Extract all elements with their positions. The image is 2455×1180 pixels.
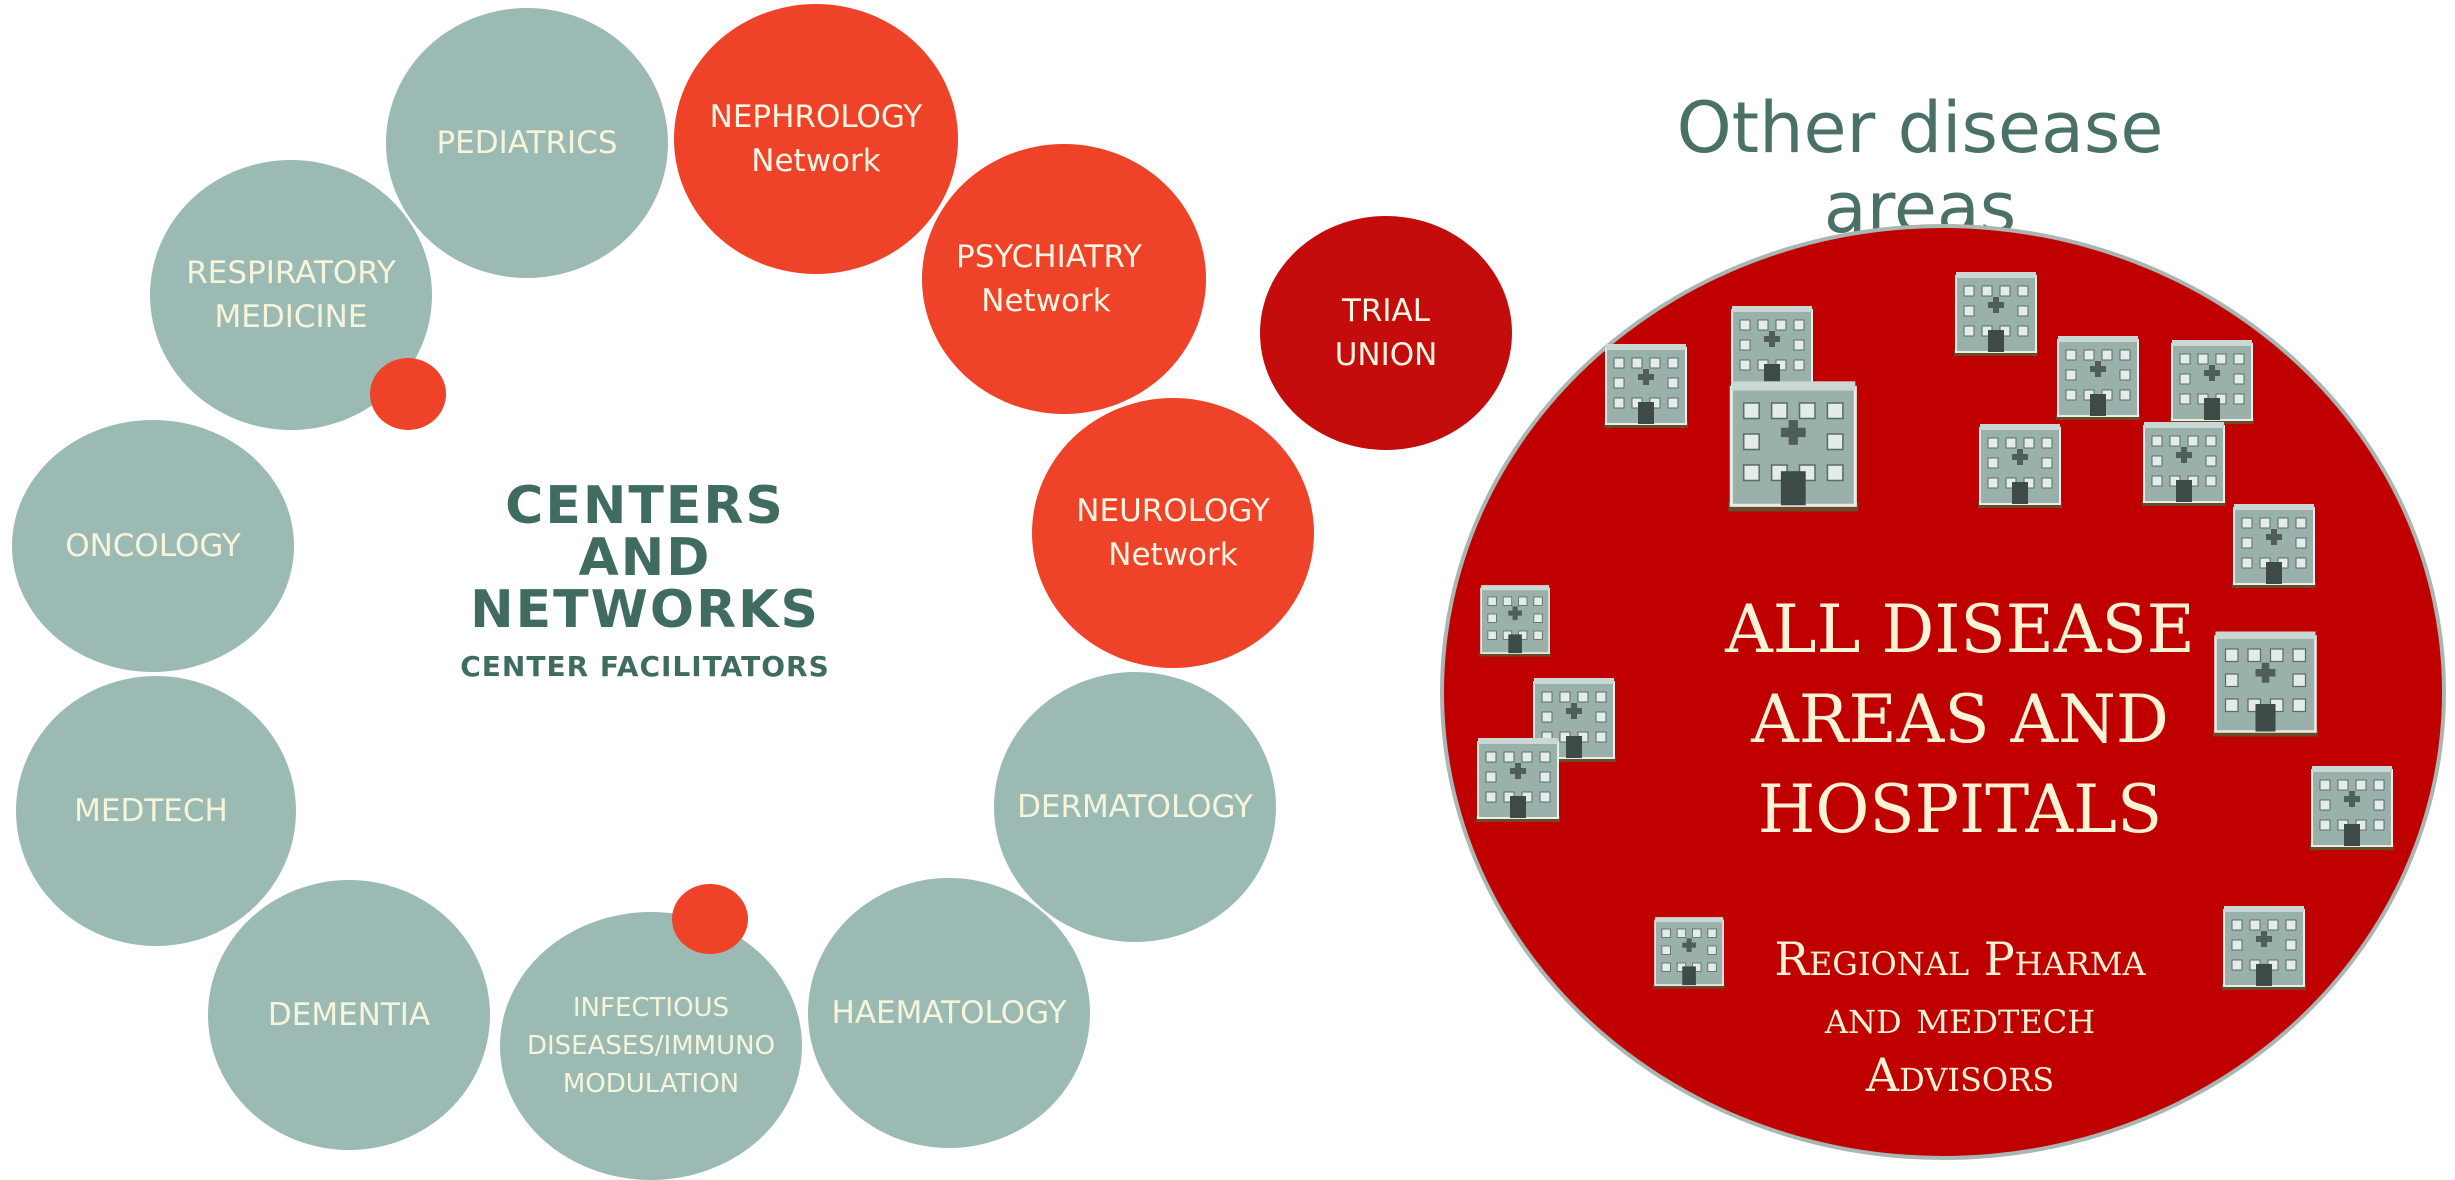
node-trial-label-1: TRIAL (1341, 293, 1431, 329)
hospital-building-icon (2213, 631, 2318, 737)
node-dementia: DEMENTIA (208, 880, 490, 1150)
title-line-3: NETWORKS (470, 580, 820, 640)
node-dermatology-label: DERMATOLOGY (1017, 789, 1253, 825)
center-facilitators-label: CENTER FACILITATORS (460, 650, 830, 683)
node-psychiatry-label-1: PSYCHIATRY (956, 239, 1142, 275)
node-nephrology-label-1: NEPHROLOGY (709, 99, 923, 135)
hospital-building-icon (2056, 336, 2140, 420)
footer-line-1: Regional Pharma (1774, 932, 2146, 986)
node-respiratory-label-2: MEDICINE (214, 299, 368, 335)
hospital-building-icon (2310, 766, 2394, 850)
hospital-building-icon (1604, 344, 1688, 428)
node-dermatology: DERMATOLOGY (994, 672, 1276, 942)
hospital-building-icon (1476, 738, 1560, 822)
regional-advisors-label: Regional Pharma and medtech Advisors (1700, 930, 2220, 1104)
connector-dot-respiratory (370, 358, 446, 430)
node-infectious-label-3: MODULATION (562, 1069, 740, 1099)
node-respiratory-medicine: RESPIRATORY MEDICINE (150, 160, 432, 430)
centers-networks-title: CENTERS AND NETWORKS (430, 480, 860, 636)
node-nephrology-label-2: Network (751, 143, 881, 179)
node-haematology-label: HAEMATOLOGY (831, 995, 1067, 1031)
node-respiratory-label-1: RESPIRATORY (186, 255, 396, 291)
node-medtech-label: MEDTECH (74, 793, 228, 829)
node-pediatrics: PEDIATRICS (386, 8, 668, 278)
hospital-building-icon (2142, 422, 2226, 506)
node-trial-union: TRIAL UNION (1260, 216, 1512, 450)
node-infectious-label-1: INFECTIOUS (572, 993, 730, 1023)
node-infectious-label-2: DISEASES/IMMUNO (526, 1031, 776, 1061)
node-pediatrics-label: PEDIATRICS (436, 125, 618, 161)
node-medtech: MEDTECH (16, 676, 296, 946)
footer-line-3: Advisors (1865, 1048, 2055, 1102)
node-neurology-label-2: Network (1108, 537, 1238, 573)
hospital-building-icon (1653, 917, 1725, 989)
node-nephrology-network: NEPHROLOGY Network (674, 4, 958, 274)
node-psychiatry-label-2: Network (981, 283, 1111, 319)
hospital-building-icon (2232, 504, 2316, 588)
hospital-building-icon (1479, 585, 1551, 657)
node-oncology-label: ONCOLOGY (65, 528, 241, 564)
connector-dot-infectious (672, 884, 748, 954)
node-dementia-label: DEMENTIA (267, 997, 431, 1033)
node-neurology-network: NEUROLOGY Network (1032, 398, 1314, 668)
node-infectious-diseases: INFECTIOUS DISEASES/IMMUNO MODULATION (500, 912, 802, 1180)
node-trial-label-2: UNION (1334, 337, 1438, 373)
main-line-2: areas and (1751, 681, 2169, 758)
main-line-1: All Disease (1725, 591, 2195, 668)
node-oncology: ONCOLOGY (12, 420, 294, 672)
node-psychiatry-network: PSYCHIATRY Network (922, 144, 1206, 414)
main-line-3: hospitals (1757, 771, 2163, 848)
hospital-building-icon (1730, 306, 1814, 390)
hospital-building-icon (1728, 381, 1859, 512)
footer-line-2: and medtech (1824, 990, 2096, 1044)
node-neurology-label-1: NEUROLOGY (1076, 493, 1270, 529)
title-line-1: CENTERS (505, 476, 785, 536)
node-haematology: HAEMATOLOGY (808, 878, 1090, 1148)
title-line-2: AND (578, 528, 712, 588)
hospital-building-icon (1954, 272, 2038, 356)
hospital-building-icon (2170, 340, 2254, 424)
all-disease-areas-label: All Disease areas and hospitals (1640, 585, 2280, 855)
hospital-building-icon (2222, 906, 2306, 990)
hospital-building-icon (1532, 678, 1616, 762)
hospital-building-icon (1978, 424, 2062, 508)
